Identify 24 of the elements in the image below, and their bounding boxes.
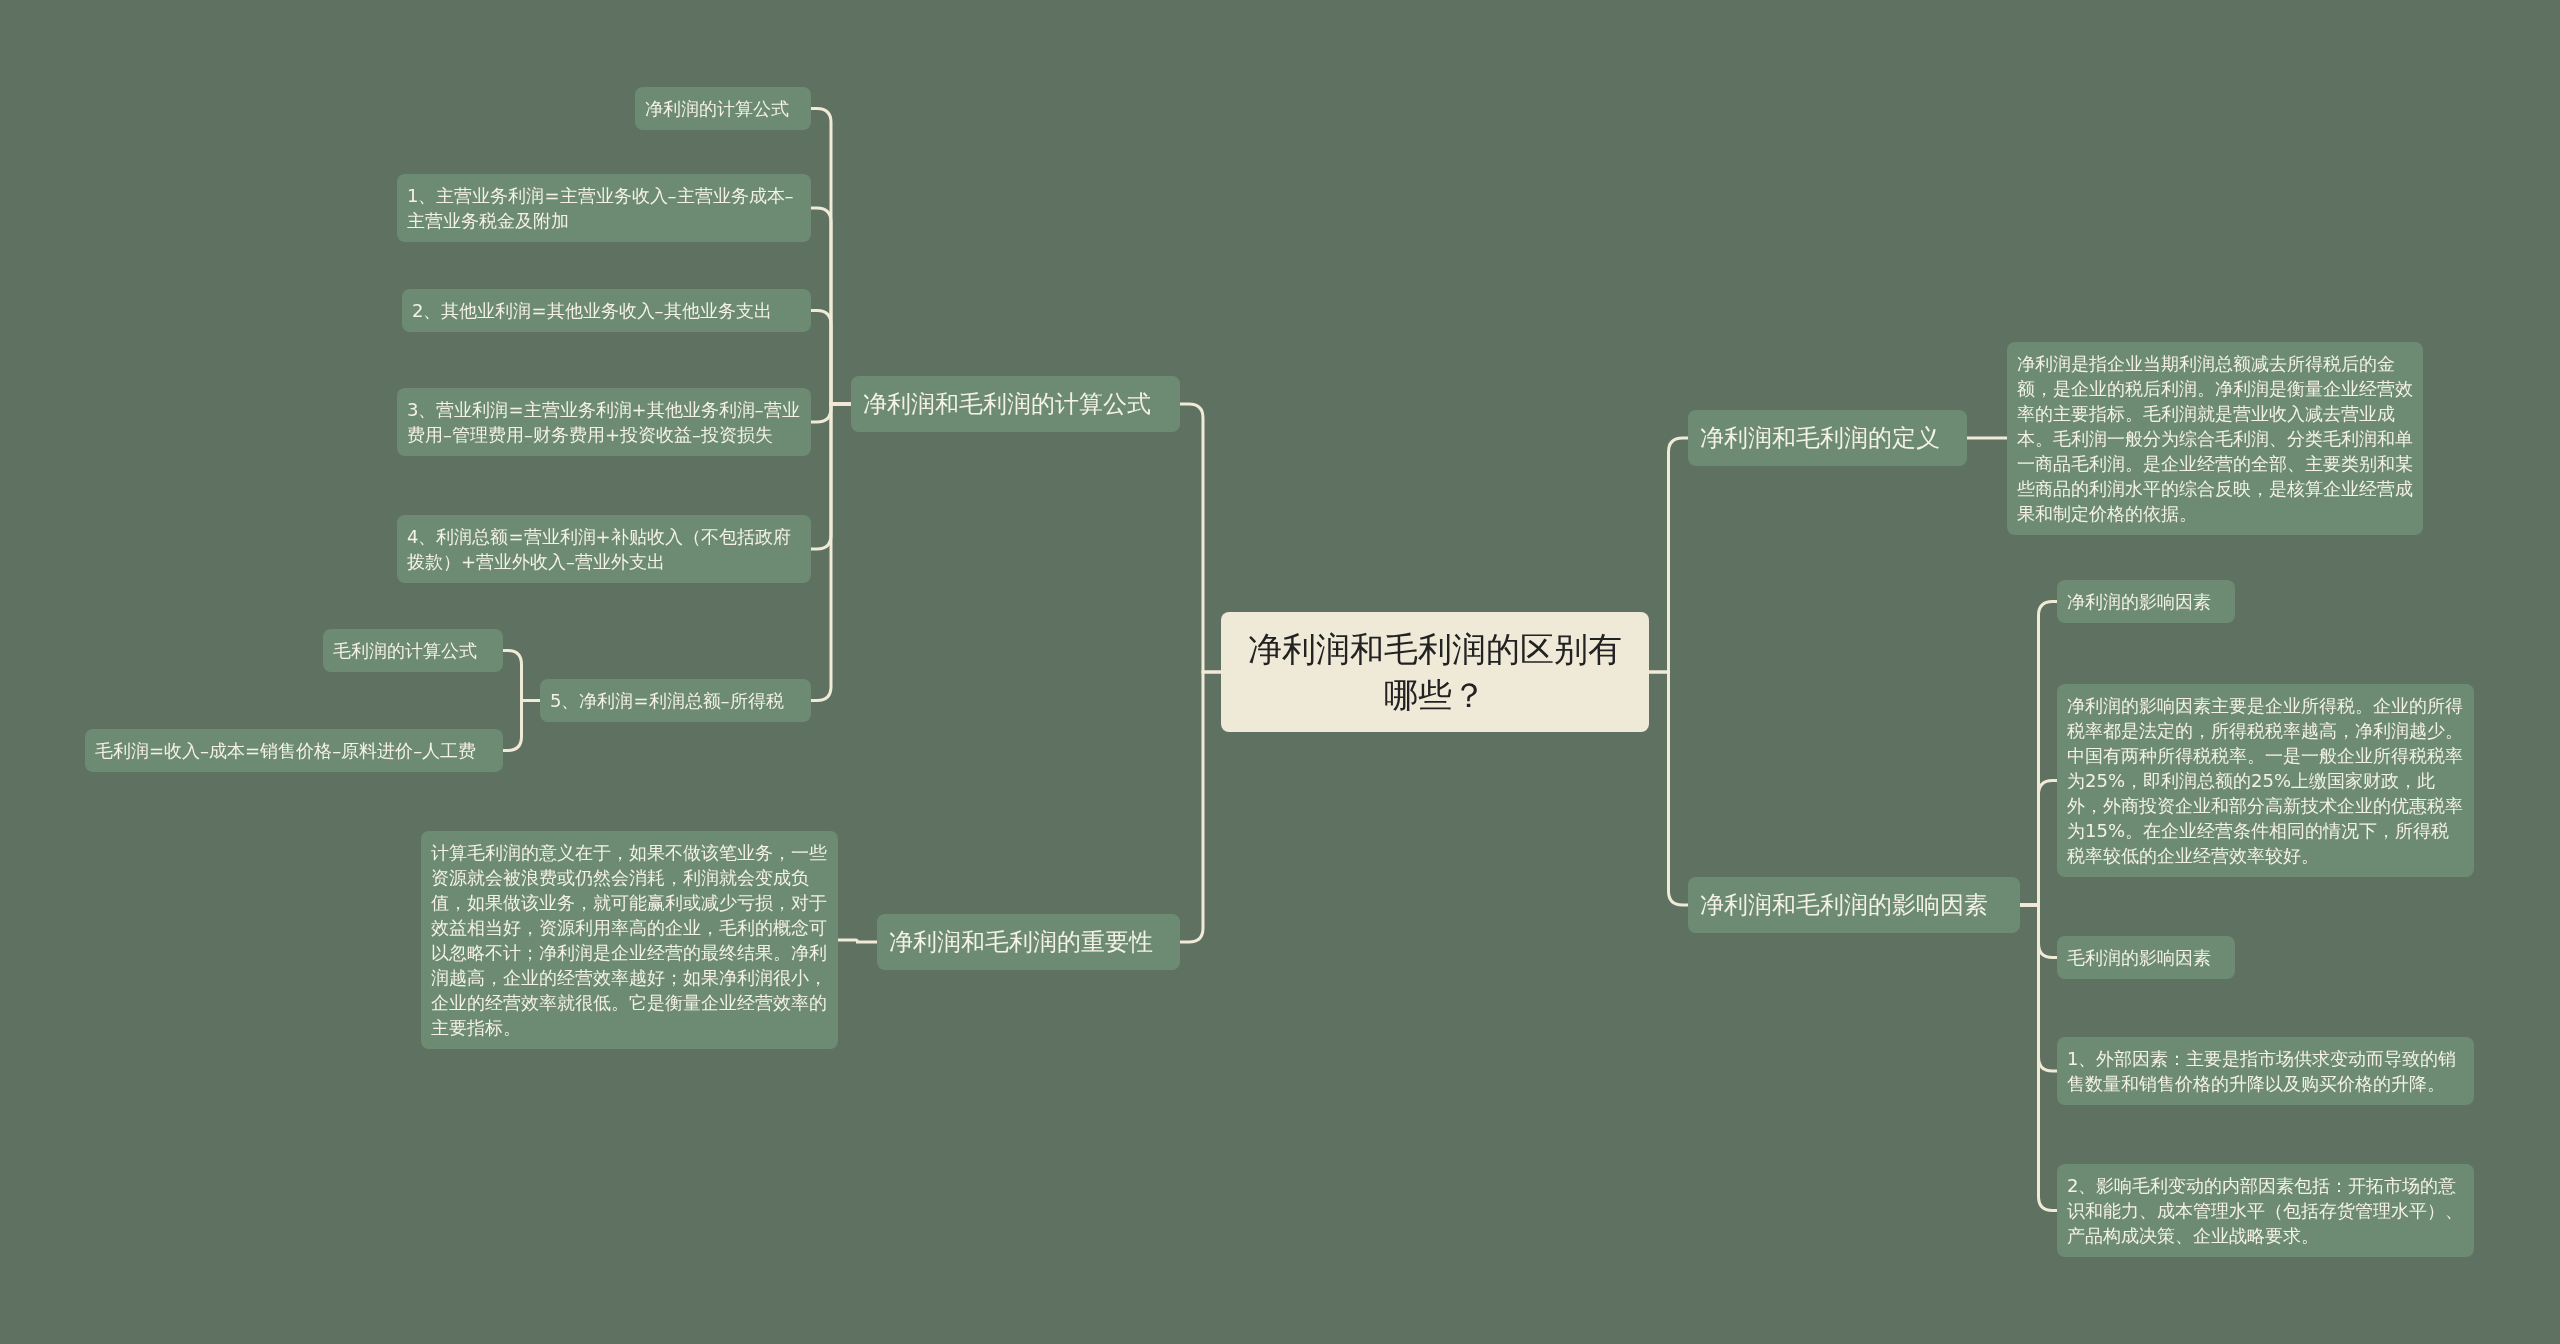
text-box: 净利润的计算公式 (635, 86, 811, 130)
text-box: 计算毛利润的意义在于，如果不做该笔业务，一些资源就会被浪费或仍然会消耗，利润就会变成负值，如果做该业务，就可能赢利或减少亏损，对于效益相当好，资源利用率高的企业，毛利的概念可以忽略不计；净利润是企业经营的最终结果。净利润越高，企业的经营效率越好；如果净利润很小，企业的经营效率就很低。它是衡量企业经营效率的主要指标。 (421, 831, 838, 1049)
connector-line (1180, 670, 1221, 944)
topic-box: 净利润和毛利润的计算公式 (851, 376, 1180, 432)
central-topic-box: 净利润和毛利润的区别有哪些？ (1221, 612, 1649, 732)
connector-line (1967, 436, 2007, 440)
topic-box: 净利润和毛利润的影响因素 (1688, 877, 2020, 933)
text-box: 净利润的影响因素 (2057, 579, 2235, 623)
text-box: 净利润的影响因素主要是企业所得税。企业的所得税率都是法定的，所得税税率越高，净利润越少。中国有两种所得税税率。一是一般企业所得税税率为25%，即利润总额的25%上缴国家财政，此外，外商投资企业和部分高新技术企业的优惠税率为15%。在企业经营条件相同的情况下，所得税税率较低的企业经营效率较好。 (2057, 683, 2474, 877)
text-box: 1、主营业务利润=主营业务收入–主营业务成本–主营业务税金及附加 (397, 174, 811, 242)
topic-box: 净利润和毛利润的定义 (1688, 410, 1967, 466)
text-box: 毛利润=收入–成本=销售价格–原料进价–人工费 (85, 728, 503, 772)
text-box: 1、外部因素：主要是指市场供求变动而导致的销售数量和销售价格的升降以及购买价格的升降。 (2057, 1037, 2474, 1105)
text-box: 毛利润的计算公式 (323, 628, 503, 672)
text-box: 毛利润的影响因素 (2057, 935, 2235, 979)
text-box: 4、利润总额=营业利润+补贴收入（不包括政府拨款）+营业外收入–营业外支出 (397, 515, 811, 583)
text-box: 2、其他业利润=其他业务收入–其他业务支出 (402, 288, 811, 332)
text-box: 2、影响毛利变动的内部因素包括：开拓市场的意识和能力、成本管理水平（包括存货管理水平）、产品构成决策、企业战略要求。 (2057, 1163, 2474, 1257)
text-box: 净利润是指企业当期利润总额减去所得税后的金额，是企业的税后利润。净利润是衡量企业经营效率的主要指标。毛利润就是营业收入减去营业成本。毛利润一般分为综合毛利润、分类毛利润和单一商品毛利润。是企业经营的全部、主要类别和某些商品的利润水平的综合反映，是核算企业经营成果和制定价格的依据。 (2007, 341, 2423, 535)
text-box: 5、净利润=利润总额–所得税 (540, 678, 811, 722)
topic-box: 净利润和毛利润的重要性 (877, 914, 1180, 970)
connector-line (838, 938, 877, 944)
connector-line (503, 699, 540, 752)
text-box: 3、营业利润=主营业务利润+其他业务利润–营业费用–管理费用–财务费用+投资收益–投资损失 (397, 388, 811, 456)
